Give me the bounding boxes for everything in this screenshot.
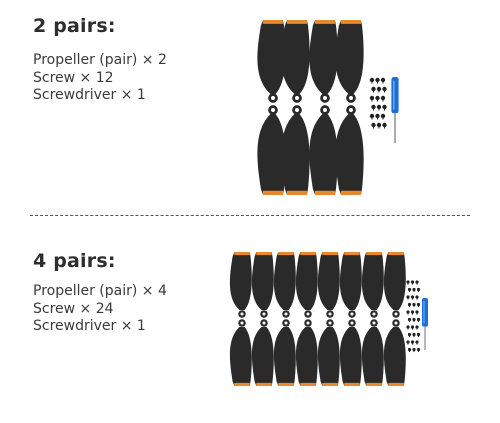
list-item-propellers: Propeller (pair) × 2: [33, 52, 167, 68]
section-heading: 2 pairs:: [33, 15, 116, 37]
propeller-blade: [229, 319, 252, 386]
propeller-blade: [361, 319, 384, 386]
propeller-blade: [281, 105, 310, 195]
propeller-blade: [309, 20, 338, 103]
propeller-blade: [339, 319, 362, 386]
four-pairs-section: 4 pairs: Propeller (pair) × 4 Screw × 24…: [0, 222, 500, 423]
list-item-propellers: Propeller (pair) × 4: [33, 283, 167, 299]
propeller-blade: [273, 319, 296, 386]
screws-icon: [406, 280, 421, 353]
propeller-blade: [257, 105, 286, 195]
propeller-blade: [257, 20, 286, 103]
propeller-set-image: [229, 252, 428, 386]
propeller-blade: [273, 252, 296, 318]
list-item-screwdriver: Screwdriver × 1: [33, 318, 146, 334]
screwdriver-icon: [422, 298, 428, 350]
propeller-blade: [383, 319, 406, 386]
screwdriver-icon: [391, 77, 399, 143]
propeller-blade: [361, 252, 384, 318]
propeller-blade: [281, 20, 310, 103]
propeller-blade: [251, 319, 274, 386]
section-heading: 4 pairs:: [33, 250, 116, 272]
screws-icon: [369, 77, 387, 129]
propeller-blade: [317, 252, 340, 318]
dashed-divider: [30, 215, 470, 216]
propeller-blade: [335, 105, 364, 195]
contents-list: Propeller (pair) × 2 Screw × 12 Screwdri…: [33, 52, 167, 105]
propeller-blade: [339, 252, 362, 318]
propeller-blade: [317, 319, 340, 386]
propeller-blade: [229, 252, 252, 318]
propeller-blade: [295, 252, 318, 318]
propeller-blade: [383, 252, 406, 318]
propeller-blade: [309, 105, 338, 195]
propeller-blade: [251, 252, 274, 318]
propeller-set-image: [257, 20, 399, 195]
list-item-screws: Screw × 12: [33, 69, 114, 86]
propeller-blade: [295, 319, 318, 386]
propeller-blade: [335, 20, 364, 103]
list-item-screws: Screw × 24: [33, 300, 114, 317]
contents-list: Propeller (pair) × 4 Screw × 24 Screwdri…: [33, 283, 167, 336]
two-pairs-section: 2 pairs: Propeller (pair) × 2 Screw × 12…: [0, 0, 500, 210]
list-item-screwdriver: Screwdriver × 1: [33, 87, 146, 103]
